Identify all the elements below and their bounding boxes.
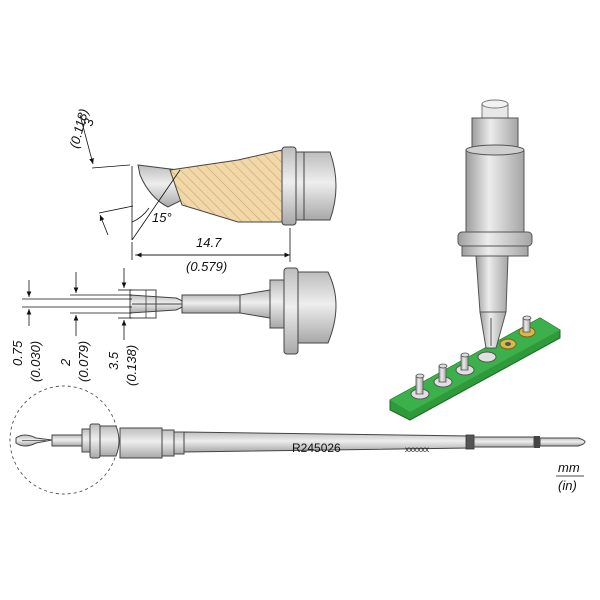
pcb-illustration [389,99,561,421]
tip-front-view: 0.75 (0.030) 2 (0.079) 3.5 (0.138) [10,267,337,386]
dim-slot-b-mm: 2 [58,358,73,367]
dim-slot-b-in: (0.079) [76,341,91,382]
dim-slot-a-mm: 0.75 [10,340,25,366]
dim-slot-a-in: (0.030) [28,341,43,382]
dim-slot-c-mm: 3.5 [106,351,121,370]
part-number: R245026 [292,441,341,455]
units-legend: mm (in) [556,460,584,493]
tip-shaft [181,294,241,314]
dim-length-in: (0.579) [186,259,227,274]
dim-length-mm: 14.7 [196,235,222,250]
dim-slot-c-in: (0.138) [124,345,139,386]
unit-in: (in) [558,478,577,493]
cartridge-view: R245026 xxxxxx [9,385,586,495]
shaft-collar [269,279,285,329]
tube-ring [465,434,475,450]
soldering-tip-3d [457,99,533,349]
unit-mm: mm [558,460,580,475]
dim-angle: 15° [152,210,172,225]
cartridge-heater [119,427,163,459]
pcb-pads [410,315,536,400]
hatched-section [169,149,283,223]
dim-tip-width-mm: 3 [80,116,97,128]
serial-mark: xxxxxx [405,445,429,454]
tip-wedge [137,164,183,208]
tip-collar [281,146,297,226]
tip-section-view: 3 (0.118) 15° 14.7 (0.579) [66,107,337,274]
tip-shank-end [303,151,337,221]
